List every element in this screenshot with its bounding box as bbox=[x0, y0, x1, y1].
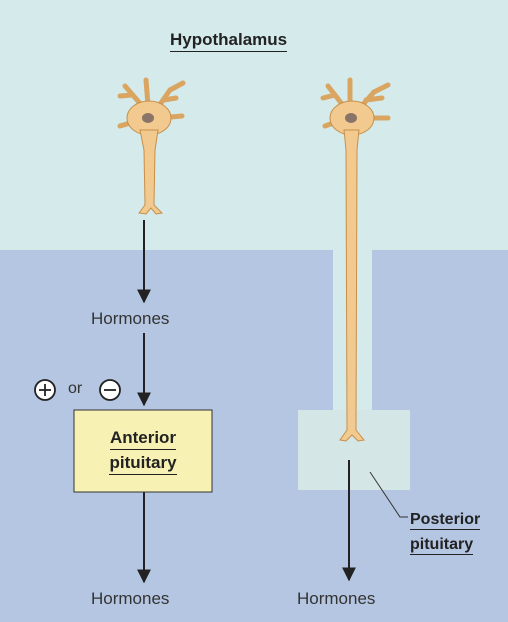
anterior-pituitary-line1: Anterior bbox=[109, 427, 177, 450]
hormones-label-lower-left: Hormones bbox=[91, 589, 170, 608]
posterior-pituitary-line1: Posterior bbox=[410, 511, 481, 530]
posterior-pituitary-line2: pituitary bbox=[410, 536, 474, 555]
neuron-left bbox=[117, 77, 186, 215]
pituitary-region bbox=[0, 250, 508, 622]
regulation-or-label: or bbox=[68, 380, 83, 397]
hormones-label-lower-right: Hormones bbox=[297, 589, 376, 608]
inhibition-minus-icon bbox=[99, 379, 121, 401]
hormones-label-upper: Hormones bbox=[91, 309, 170, 328]
neuron-right-nucleus bbox=[345, 113, 357, 123]
anterior-pituitary-box bbox=[73, 409, 213, 493]
stimulation-plus-icon bbox=[34, 379, 56, 401]
posterior-leader-line bbox=[369, 471, 408, 518]
neuron-right bbox=[320, 77, 391, 442]
neuron-left-nucleus bbox=[142, 113, 154, 123]
diagram-title: Hypothalamus bbox=[170, 30, 288, 52]
anterior-pituitary-label: Anterior pituitary bbox=[74, 410, 212, 492]
anterior-pituitary-line2: pituitary bbox=[109, 452, 177, 475]
